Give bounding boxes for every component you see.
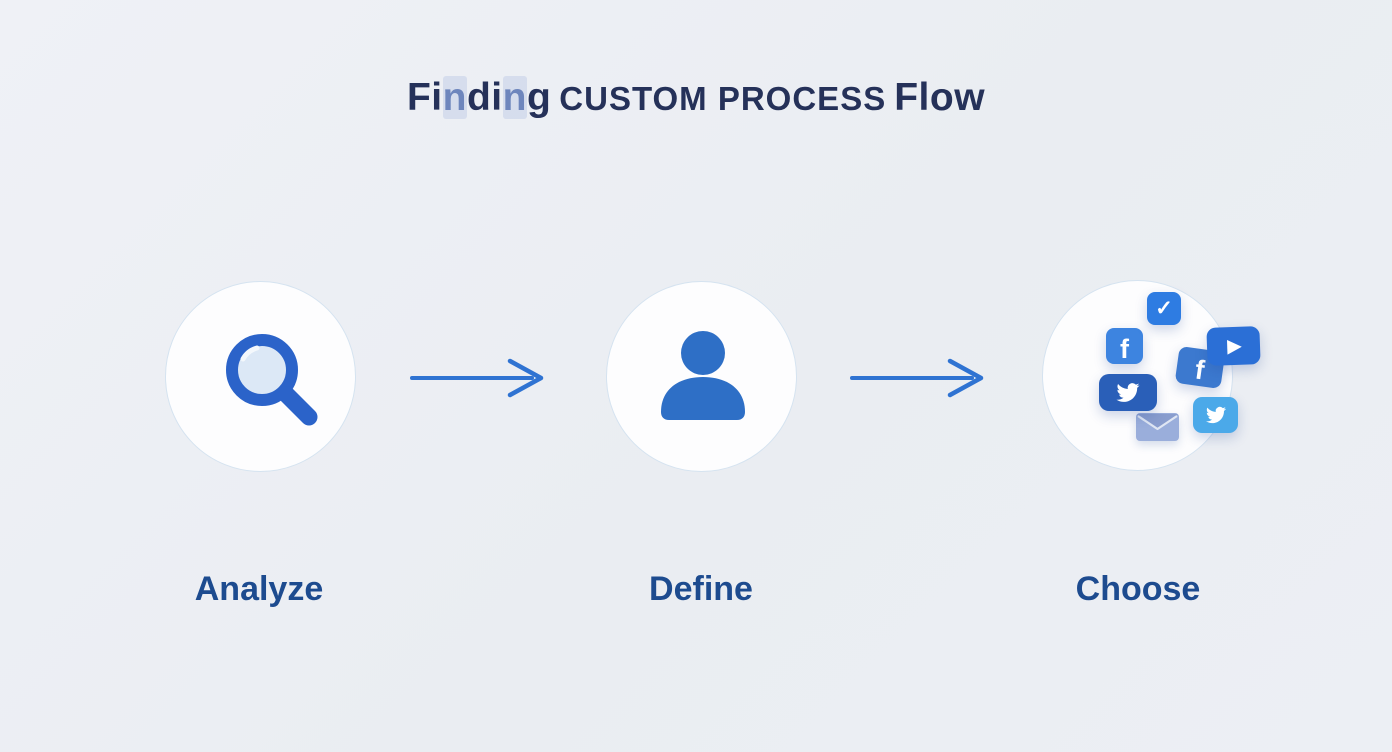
mail-icon [1136,413,1179,441]
arrow-right-icon [410,358,544,398]
arrow-right-icon [850,358,984,398]
twitter-icon [1193,397,1238,433]
title-glitch-letter: n [502,76,527,119]
title-glitch-letter: n [442,76,467,119]
twitter-icon [1099,374,1157,411]
title-word-custom-process: CUSTOM PROCESS [559,80,887,117]
person-icon [661,331,745,420]
step-circle-define [606,281,797,472]
title-word-finding: Finding [406,76,552,119]
step-label-analyze: Analyze [194,570,324,608]
step-circle-choose: ✓ f ▶ f [1042,280,1261,471]
magnifier-icon [226,334,318,426]
facebook-icon: f [1106,328,1143,364]
play-button-icon: ▶ [1206,326,1261,366]
step-label-choose: Choose [1075,570,1201,608]
checkmark-icon: ✓ [1147,292,1181,325]
title-word-flow: Flow [894,76,986,119]
step-label-define: Define [649,570,753,608]
step-circle-analyze [165,281,356,472]
